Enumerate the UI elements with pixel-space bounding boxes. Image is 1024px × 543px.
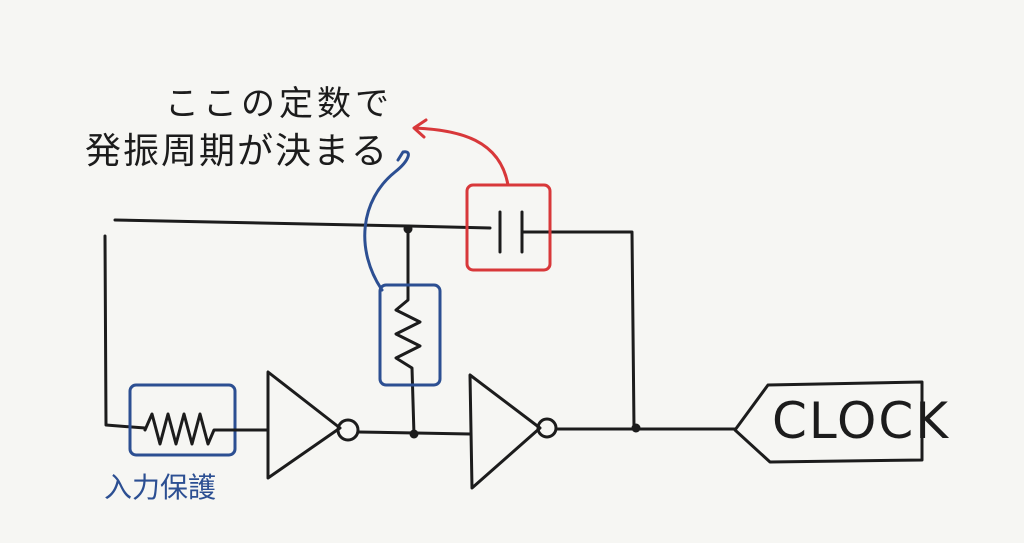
resistor-annotation-arrow [363,150,410,292]
feedback-resistor-wire [394,226,422,437]
input-protection-box [128,383,237,457]
inverter-1-bubble [336,418,360,442]
feedback-resistor-box [378,283,442,387]
inverter-1 [266,370,342,480]
input-resistor [143,412,270,446]
inverter-2 [468,373,542,490]
capacitor-annotation-arrow [412,118,510,187]
capacitor-plates [498,210,636,430]
top-feedback-wire [113,218,492,230]
junction-dot-middle [409,429,419,439]
junction-dot-top [403,224,413,234]
input-protection-label: 入力保護 [104,471,217,504]
left-input-wire [103,234,147,430]
annotation-line-2: 発振周期が決まる [85,131,390,172]
clock-label: CLOCK [772,392,951,450]
junction-dot-output [631,423,641,433]
annotation-line-1: ここの定数で [165,84,393,124]
clock-connector-shape [733,380,924,464]
